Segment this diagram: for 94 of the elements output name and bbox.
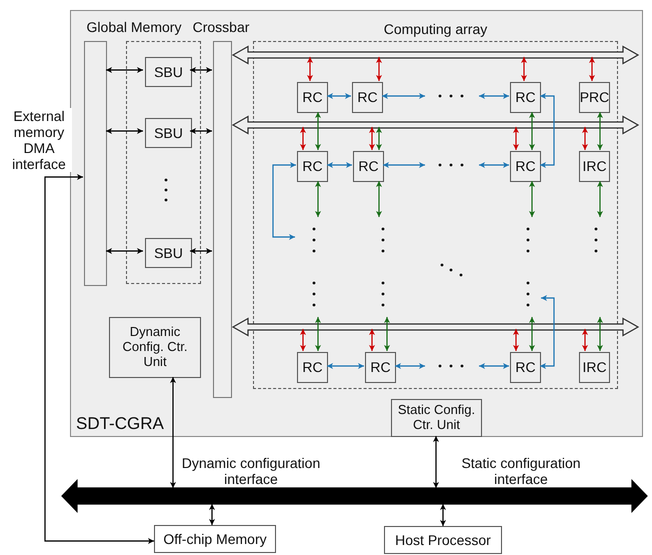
double-arrow <box>597 317 603 351</box>
vertical-bar <box>213 41 232 398</box>
double-arrow <box>106 248 143 254</box>
double-arrow <box>369 127 375 150</box>
process-box <box>384 526 502 554</box>
double-arrow <box>300 329 306 351</box>
process-box <box>145 57 192 87</box>
part-label: Global Memory <box>86 19 182 36</box>
double-arrow <box>529 317 535 351</box>
process-box <box>109 317 201 378</box>
box-label: RC <box>302 158 323 175</box>
box-label: SBU <box>154 244 183 262</box>
box-label: RC <box>358 158 379 175</box>
double-arrow <box>327 363 364 369</box>
double-arrow <box>395 363 425 369</box>
box-label: RC <box>302 89 323 106</box>
process-box <box>145 238 192 268</box>
process-box <box>365 352 396 383</box>
double-arrow <box>272 162 296 240</box>
double-arrow <box>540 93 555 168</box>
process-box <box>297 82 328 113</box>
double-arrow <box>190 67 212 73</box>
double-arrow <box>44 174 154 544</box>
process-box <box>510 82 541 113</box>
box-label: Host Processor <box>395 532 491 548</box>
double-arrow <box>513 127 519 150</box>
process-box <box>353 151 384 182</box>
double-arrow <box>327 162 352 168</box>
double-arrow <box>582 329 588 351</box>
double-arrow <box>383 162 425 168</box>
box-label: SBU <box>154 124 183 142</box>
double-arrow <box>376 127 382 150</box>
double-arrow <box>529 112 535 150</box>
double-arrow <box>384 317 390 351</box>
process-box <box>297 151 328 182</box>
double-arrow <box>479 363 509 369</box>
box-label: IRC <box>582 359 607 376</box>
box-label: RC <box>302 359 323 376</box>
double-arrow <box>589 57 595 81</box>
double-arrow <box>521 57 527 81</box>
system-frame <box>70 10 643 437</box>
box-label: RC <box>515 158 536 175</box>
double-arrow <box>190 128 212 134</box>
box-label: SBU <box>154 64 183 80</box>
double-arrow <box>479 162 509 168</box>
double-arrow <box>382 93 425 99</box>
process-box <box>510 352 541 383</box>
frame-label: SDT-CGRA <box>76 414 164 434</box>
process-box <box>145 118 192 148</box>
double-arrow <box>376 57 382 81</box>
box-label: RC <box>515 359 536 376</box>
double-arrow <box>582 127 588 150</box>
double-arrow <box>513 329 519 351</box>
box-label: Static Config. Ctr. Unit <box>396 403 476 433</box>
double-arrow <box>540 295 555 369</box>
box-label: RC <box>357 89 378 106</box>
double-arrow <box>106 67 143 73</box>
double-arrow <box>440 504 446 526</box>
double-arrow <box>315 317 321 351</box>
box-label: IRC <box>582 158 607 175</box>
group-title: Computing array <box>382 21 488 37</box>
double-arrow <box>597 181 603 217</box>
double-arrow <box>433 436 439 488</box>
box-label: RC <box>515 89 536 106</box>
dashed-group-border <box>126 41 201 284</box>
part-label: Crossbar <box>192 19 250 36</box>
box-label: Dynamic Config. Ctr. Unit <box>121 325 189 370</box>
double-arrow <box>315 181 321 217</box>
process-box <box>154 525 276 553</box>
double-arrow <box>376 181 382 217</box>
double-arrow <box>479 93 509 99</box>
box-label: RC <box>370 359 391 376</box>
double-arrow <box>529 181 535 217</box>
double-arrow <box>597 112 603 150</box>
process-box <box>579 352 610 383</box>
double-arrow <box>307 57 313 81</box>
double-arrow <box>369 329 375 351</box>
part-label: Static configuration interface <box>460 455 582 488</box>
box-label: Off-chip Memory <box>163 530 267 548</box>
double-arrow <box>209 504 215 525</box>
vertical-bar <box>84 41 107 286</box>
process-box <box>391 399 482 437</box>
process-box <box>579 151 610 182</box>
process-box <box>579 82 610 113</box>
double-arrow <box>315 112 321 150</box>
process-box <box>297 352 328 383</box>
double-arrow <box>170 377 176 488</box>
box-label: PRC <box>580 89 610 106</box>
double-arrow <box>106 128 143 134</box>
double-arrow <box>300 127 306 150</box>
double-arrow <box>190 248 212 254</box>
process-box <box>510 151 541 182</box>
process-box <box>352 82 383 113</box>
double-arrow <box>327 93 351 99</box>
